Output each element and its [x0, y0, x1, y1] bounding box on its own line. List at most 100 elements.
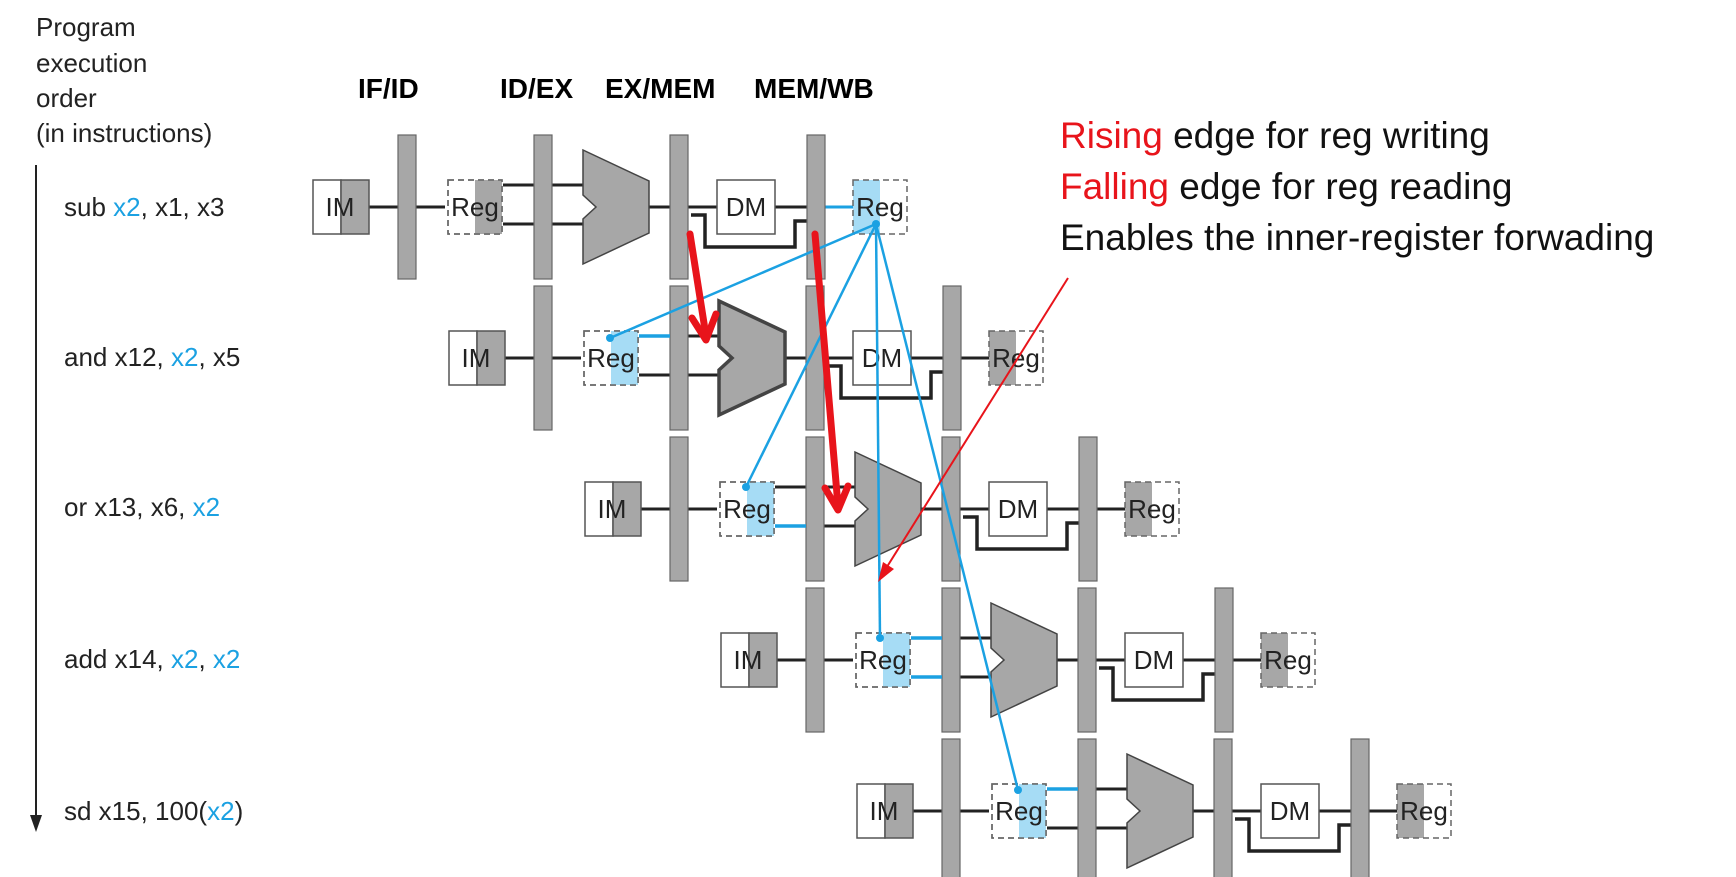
reg-read-label: Reg — [723, 494, 771, 524]
red-arrow-1-head — [688, 310, 720, 344]
forward-dot-sd — [1014, 786, 1022, 794]
im-left — [584, 481, 614, 537]
reg-read-label: Reg — [995, 796, 1043, 826]
pipeline-register-1 — [397, 134, 417, 280]
forward-dot-or — [742, 483, 750, 491]
im-label: IM — [870, 796, 899, 826]
im-right — [748, 632, 778, 688]
register-x2-highlight: x2 — [171, 644, 198, 674]
reg-write-outline — [1396, 783, 1452, 839]
reg-write-label: Reg — [1128, 494, 1176, 524]
dm-bypass-wire — [691, 213, 807, 249]
alu-forwarding-arrows — [686, 230, 852, 514]
im-right — [612, 481, 642, 537]
reg-write-outline — [852, 179, 908, 235]
pipeline-register-1 — [533, 285, 553, 431]
dm-label: DM — [998, 494, 1038, 524]
pipeline-register-4 — [942, 285, 962, 431]
annotation-line-2-rest: edge for reg reading — [1169, 166, 1513, 207]
reg-read-fill — [611, 331, 638, 385]
alu — [582, 148, 650, 266]
pipeline-register-3 — [1213, 738, 1233, 877]
forward-line-to-sd — [874, 223, 1020, 791]
red-arrow-2-head — [821, 482, 852, 514]
reg-write-label: Reg — [992, 343, 1040, 373]
dm-box — [988, 481, 1048, 537]
forward-line-to-or — [744, 223, 878, 488]
dm-box — [1260, 783, 1320, 839]
reg-read-outline — [855, 632, 911, 688]
stage-header-ex-mem: EX/MEM — [605, 73, 715, 104]
pipeline-register-3 — [669, 134, 689, 280]
instruction-label-3: or x13, x6, x2 — [64, 492, 220, 522]
reg-read-label: Reg — [859, 645, 907, 675]
dm-box — [852, 330, 912, 386]
forward-dot-source — [872, 220, 880, 228]
annotation-arrow-head — [878, 562, 894, 582]
red-arrow-1-shaft — [686, 230, 710, 340]
instruction-label-1: sub x2, x1, x3 — [64, 192, 224, 222]
stage-headers: IF/ID ID/EX EX/MEM MEM/WB — [358, 73, 874, 104]
pipeline-register-1 — [941, 738, 961, 877]
register-x2-highlight: x2 — [171, 342, 198, 372]
pipeline-register-3 — [941, 436, 961, 582]
pipeline-register-2 — [805, 436, 825, 582]
forwarding-dots — [606, 220, 1022, 794]
reg-read-label: Reg — [587, 343, 635, 373]
reg-read-outline — [447, 179, 503, 235]
register-x2-highlight: x2 — [213, 644, 240, 674]
im-label: IM — [734, 645, 763, 675]
reg-read-fill — [1019, 784, 1046, 838]
alu — [990, 601, 1058, 719]
dm-bypass-wire — [1099, 666, 1215, 702]
pipeline-register-2 — [1077, 738, 1097, 877]
axis-label-line-1: Program — [36, 12, 136, 42]
execution-order-axis-arrowhead — [30, 815, 42, 832]
pipeline-register-4 — [1078, 436, 1098, 582]
dm-bypass-wire — [827, 364, 943, 400]
annotation-line-3: Enables the inner-register forwading — [1060, 217, 1654, 258]
annotation-arrow — [878, 277, 1069, 582]
im-left — [856, 783, 886, 839]
instruction-text-part: sd x15, 100( — [64, 796, 207, 826]
alu — [717, 298, 787, 418]
reg-write-outline — [988, 330, 1044, 386]
instruction-text-part: , x1, x3 — [141, 192, 225, 222]
reg-write-label: Reg — [1400, 796, 1448, 826]
reg-read-fill — [475, 180, 502, 234]
forward-dot-and — [606, 334, 614, 342]
reg-write-label: Reg — [1264, 645, 1312, 675]
annotation-line-1: Rising edge for reg writing — [1060, 115, 1490, 156]
forward-line-to-and — [609, 222, 877, 340]
im-label: IM — [598, 494, 627, 524]
dm-box — [1124, 632, 1184, 688]
forwarding-lines — [609, 222, 1020, 791]
instruction-text-part: , — [198, 644, 212, 674]
reg-read-label: Reg — [451, 192, 499, 222]
annotation-text: Rising edge for reg writing Falling edge… — [1060, 115, 1654, 258]
im-label: IM — [462, 343, 491, 373]
pipeline-register-4 — [1214, 587, 1234, 733]
dm-label: DM — [726, 192, 766, 222]
reg-write-outline — [1260, 632, 1316, 688]
instruction-text-part: , x5 — [198, 342, 240, 372]
stage-header-if-id: IF/ID — [358, 73, 419, 104]
reg-write-fill — [989, 331, 1016, 385]
im-label: IM — [326, 192, 355, 222]
im-right — [884, 783, 914, 839]
dm-box — [716, 179, 776, 235]
reg-write-fill — [1261, 633, 1288, 687]
im-left — [448, 330, 478, 386]
axis-label-line-4: (in instructions) — [36, 118, 212, 148]
instruction-text-part: and x12, — [64, 342, 171, 372]
reg-read-fill — [883, 633, 910, 687]
dm-bypass-wire — [963, 515, 1079, 551]
dm-label: DM — [1134, 645, 1174, 675]
im-right — [476, 330, 506, 386]
instruction-label-5: sd x15, 100(x2) — [64, 796, 243, 826]
register-x2-highlight: x2 — [113, 192, 140, 222]
